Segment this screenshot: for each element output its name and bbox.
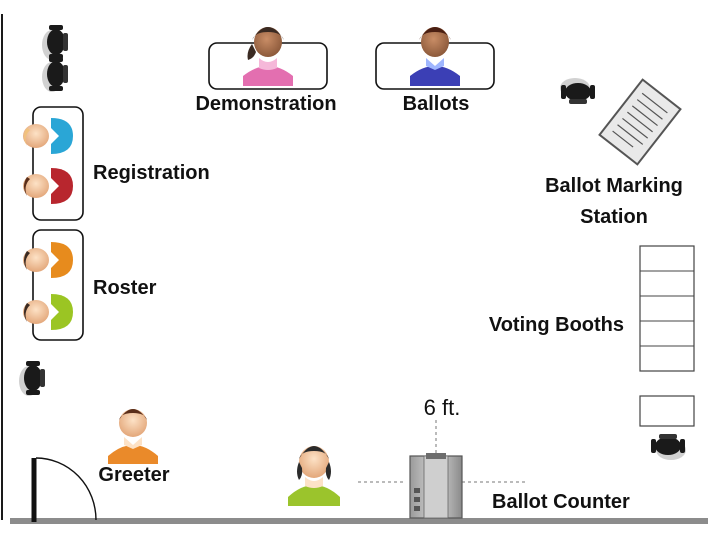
person-icon <box>288 446 340 506</box>
registration-table <box>23 106 84 221</box>
person-icon <box>23 168 73 204</box>
greeter-label: Greeter <box>98 464 169 486</box>
door-icon <box>31 457 97 522</box>
demonstration-label: Demonstration <box>195 93 336 115</box>
ballot-counter-machine-icon <box>409 453 463 519</box>
distance-label: 6 ft. <box>424 395 461 420</box>
person-icon <box>23 294 73 330</box>
chair-icon <box>651 434 686 460</box>
ballot-counter-label: Ballot Counter <box>492 491 630 513</box>
demonstration-table <box>208 27 328 90</box>
roster-table <box>23 229 84 341</box>
ballots-table <box>375 27 495 90</box>
chair-icon <box>42 25 68 60</box>
chair-icon <box>560 78 595 104</box>
accessible-booth <box>639 395 695 427</box>
person-icon <box>23 118 73 154</box>
ballot-paper-icon <box>598 78 682 166</box>
chair-icon <box>19 361 45 396</box>
person-icon <box>108 409 158 464</box>
person-icon <box>410 27 460 86</box>
ballot-marking-label-line2: Station <box>580 206 648 228</box>
ballots-label: Ballots <box>403 93 470 115</box>
floor-edge <box>10 518 708 524</box>
voting-booth-icon <box>639 245 695 372</box>
chair-icon <box>42 57 68 92</box>
roster-label: Roster <box>93 277 157 299</box>
person-icon <box>243 27 293 86</box>
person-icon <box>23 242 73 278</box>
ballot-marking-label-line1: Ballot Marking <box>545 175 683 197</box>
voting-booths-label: Voting Booths <box>489 314 624 336</box>
registration-label: Registration <box>93 162 210 184</box>
